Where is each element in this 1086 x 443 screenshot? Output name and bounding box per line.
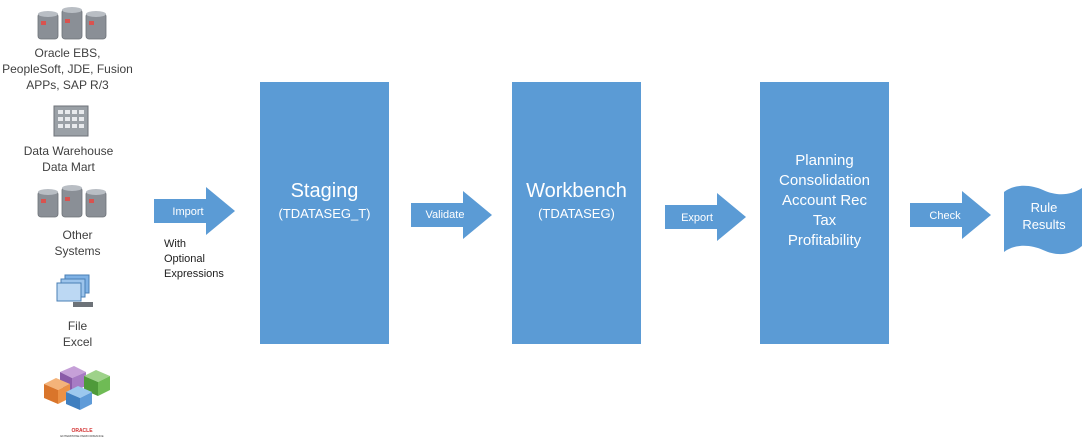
source-ebs-label: Oracle EBS, PeopleSoft, JDE, Fusion APPs… — [2, 46, 133, 92]
check-arrow — [910, 191, 992, 239]
oracle-logo-subtext: ENTERPRISE PERFORMANCE — [60, 434, 104, 438]
target-profitability: Profitability — [787, 232, 862, 249]
database-cluster-icon — [36, 5, 108, 48]
check-label: Check — [929, 210, 961, 222]
source-dw-label: Data Warehouse Data Mart — [23, 144, 114, 174]
targets-list: Planning Consolidation Account Rec Tax P… — [779, 151, 870, 251]
targets-box: Planning Consolidation Account Rec Tax P… — [760, 82, 889, 344]
staging-box: Staging (TDATASEG_T) — [260, 82, 389, 344]
oracle-logo-text: ORACLE — [71, 428, 93, 434]
import-note: With Optional Expressions — [164, 238, 224, 280]
validate-label: Validate — [425, 209, 465, 221]
target-planning: Planning — [795, 152, 854, 169]
staging-title: Staging — [290, 180, 359, 202]
workbench-box: Workbench (TDATASEG) — [512, 82, 641, 344]
file-server-icon — [55, 273, 99, 314]
oracle-logo: ORACLE ENTERPRISE PERFORMANCE — [58, 428, 106, 439]
source-file-label: File Excel — [62, 319, 93, 349]
workbench-subtitle: (TDATASEG) — [538, 206, 615, 221]
rule-results-line2: Results — [1022, 217, 1066, 232]
import-arrow — [154, 187, 236, 235]
target-account-rec: Account Rec — [781, 192, 868, 209]
export-arrow — [665, 193, 747, 241]
rule-results-line1: Rule — [1030, 200, 1058, 215]
target-tax: Tax — [812, 212, 837, 229]
rule-results-text: Rule Results — [1009, 199, 1079, 233]
cubes-icon — [40, 362, 116, 415]
export-label: Export — [681, 212, 713, 224]
validate-arrow — [411, 191, 493, 239]
data-warehouse-icon — [52, 104, 90, 143]
database-cluster-icon — [36, 183, 108, 226]
source-other-label: Other Systems — [54, 228, 101, 258]
staging-subtitle: (TDATASEG_T) — [278, 206, 371, 221]
rule-results-document — [1004, 184, 1082, 261]
workbench-title: Workbench — [526, 180, 627, 202]
import-label: Import — [172, 206, 204, 218]
target-consolidation: Consolidation — [779, 172, 870, 189]
